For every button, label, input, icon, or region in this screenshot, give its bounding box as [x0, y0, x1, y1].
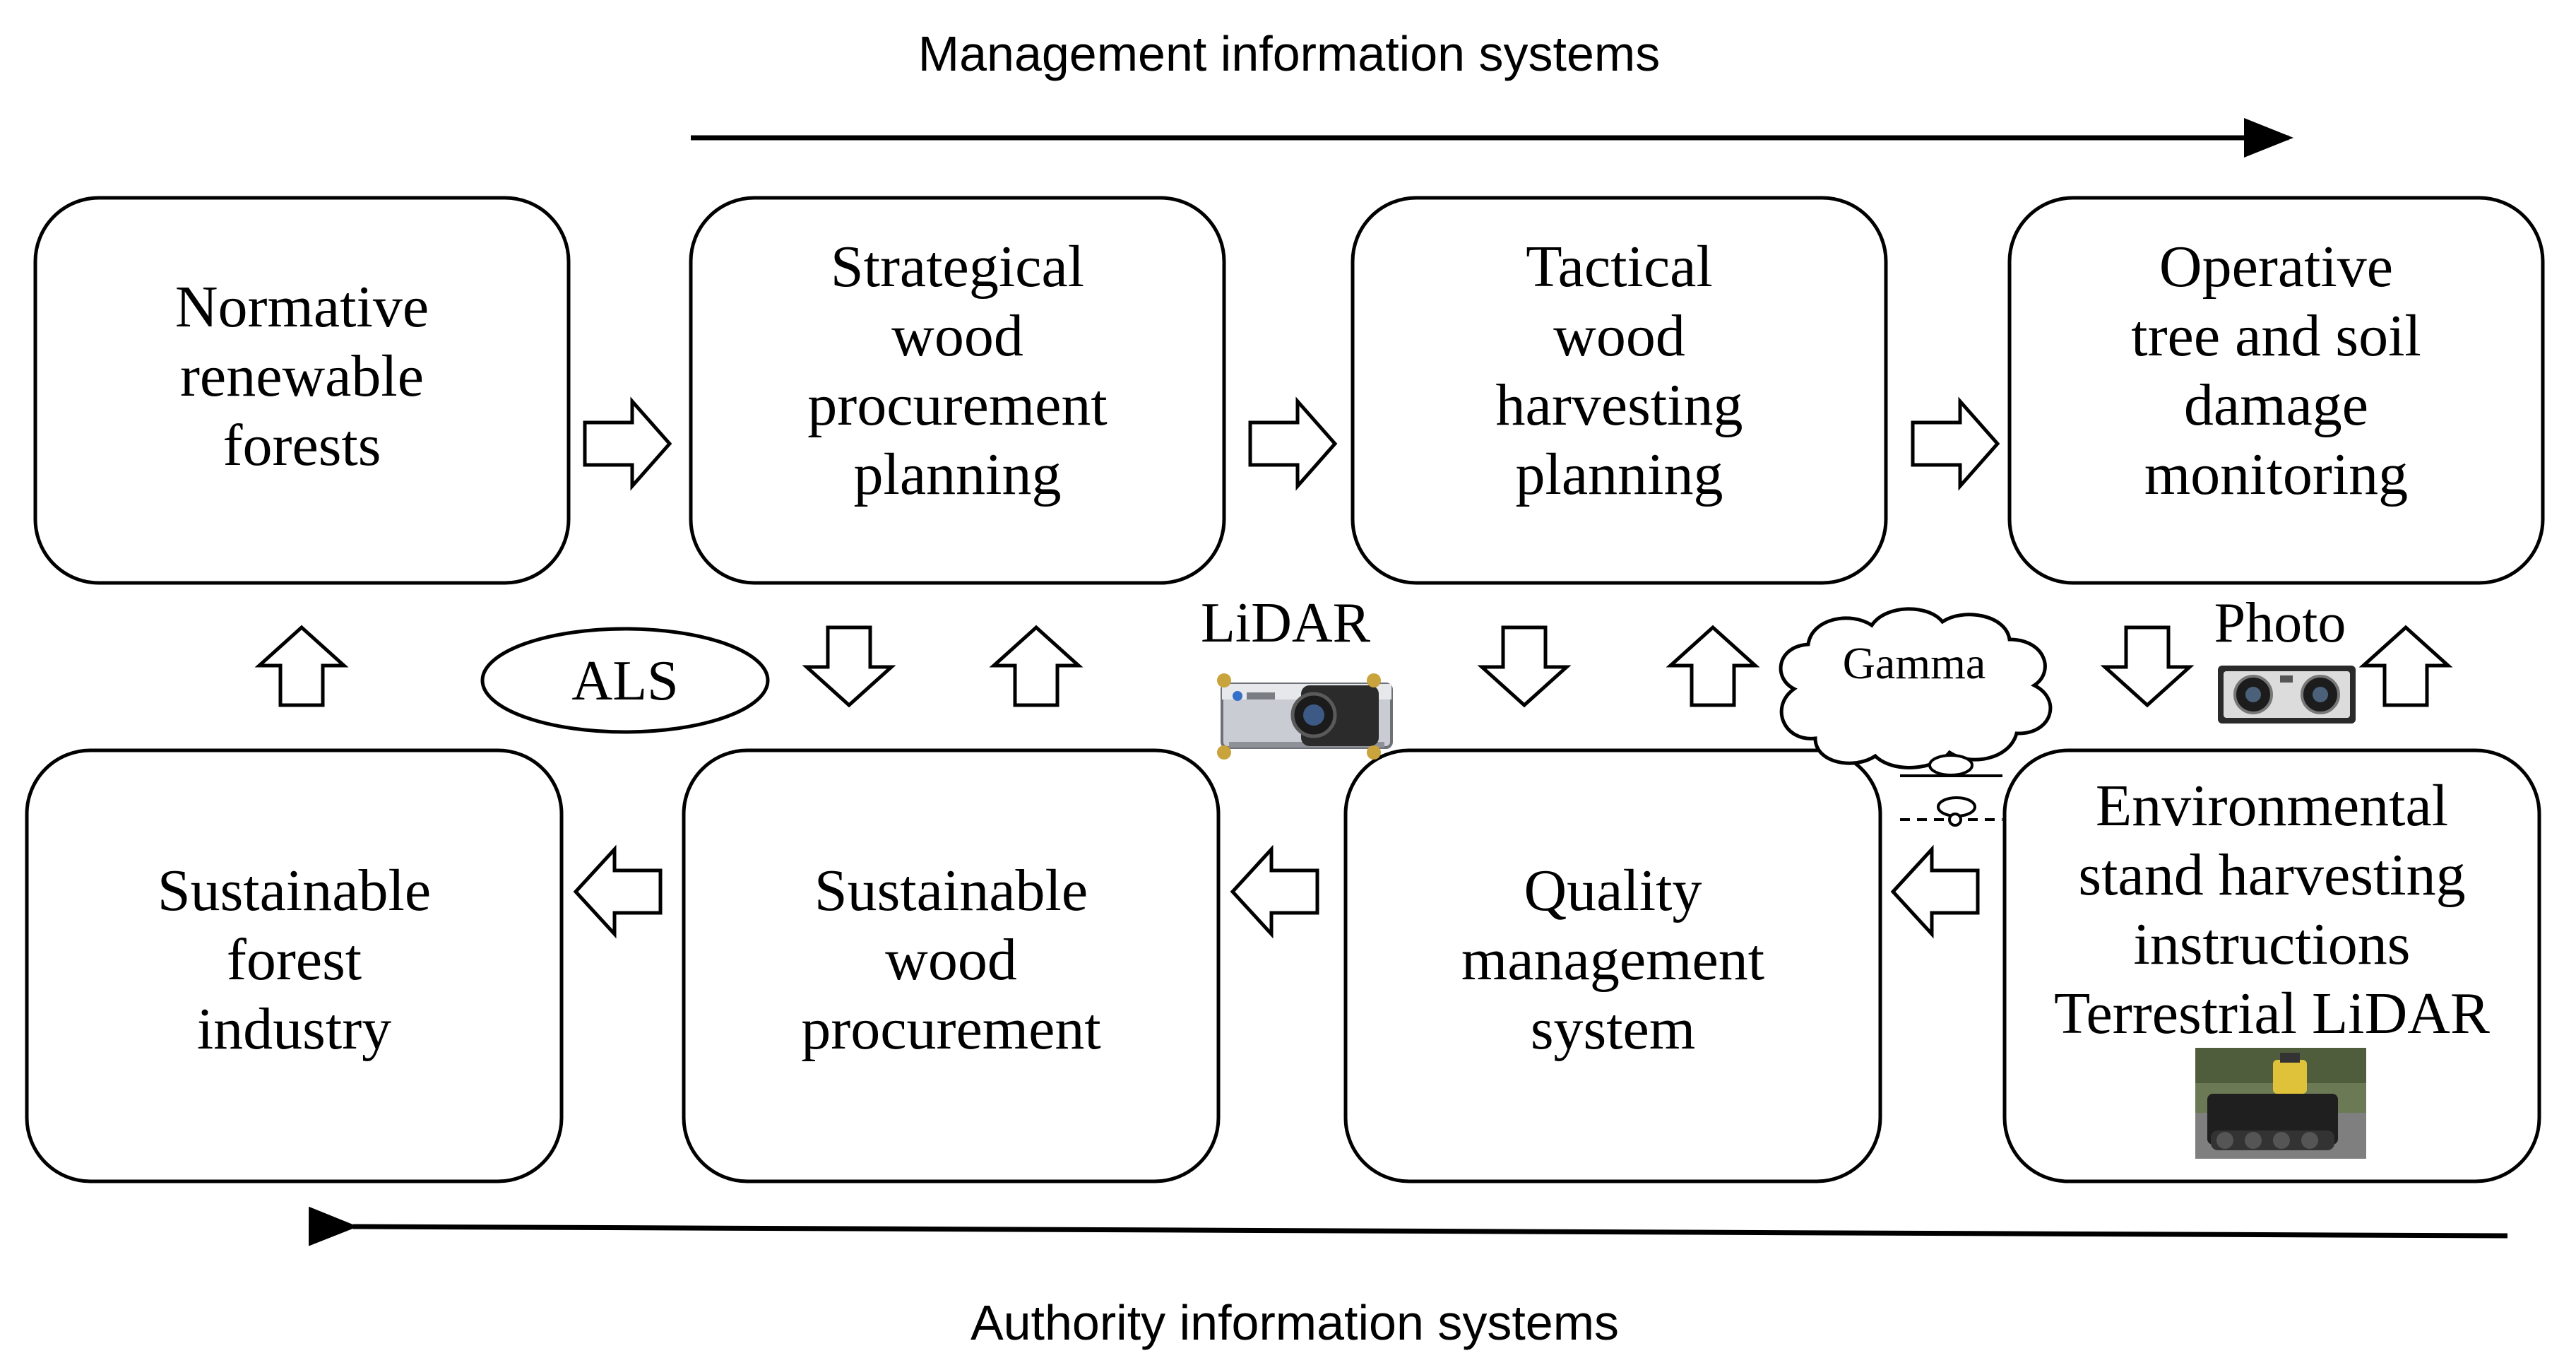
hollow-arrow-right-3	[1911, 396, 2000, 491]
hollow-arrow-up-2	[989, 625, 1084, 707]
box-sustainable-forest-industry-line-3: industry	[197, 996, 391, 1062]
box-normative-line-1: Normative	[175, 274, 429, 340]
box-strategical-line-2: wood	[891, 303, 1023, 369]
als-sensor: ALS	[480, 627, 770, 734]
gamma-cloud: Gamma	[1779, 607, 2053, 769]
terrestrial-lidar-vehicle-image	[2195, 1048, 2366, 1159]
stereo-camera-image	[2218, 666, 2356, 724]
box-quality-management-line-3: system	[1531, 996, 1695, 1062]
hollow-arrow-right-2	[1248, 396, 1338, 491]
box-normative-line-2: renewable	[180, 343, 424, 409]
box-strategical-line-1: Strategical	[831, 234, 1084, 300]
lidar-label: LiDAR	[1201, 592, 1371, 654]
gamma-label: Gamma	[1843, 638, 1986, 688]
hollow-arrow-up-1	[254, 625, 349, 707]
hollow-arrow-down-2	[1477, 625, 1572, 708]
hollow-arrow-left-1	[573, 844, 663, 939]
box-operative-line-1: Operative	[2159, 234, 2393, 300]
hollow-arrow-down-3	[2100, 625, 2195, 708]
box-tactical-line-1: Tactical	[1526, 234, 1713, 300]
hollow-arrow-up-4	[2358, 625, 2453, 707]
authority-information-systems-label: Authority information systems	[971, 1295, 1619, 1350]
box-operative-line-4: monitoring	[2144, 442, 2408, 507]
photo-label: Photo	[2214, 592, 2346, 654]
als-label: ALS	[571, 650, 678, 712]
box-quality-management-line-2: management	[1461, 927, 1764, 993]
box-environmental-line-4: Terrestrial LiDAR	[2054, 981, 2490, 1046]
box-environmental-line-1: Environmental	[2096, 773, 2448, 839]
box-normative-line-3: forests	[223, 413, 381, 478]
hollow-arrow-up-3	[1666, 625, 1760, 707]
box-sustainable-wood-procurement-line-1: Sustainable	[814, 858, 1088, 923]
box-operative-line-3: damage	[2184, 372, 2368, 438]
box-quality-management-line-1: Quality	[1524, 858, 1702, 923]
box-sustainable-forest-industry-line-2: forest	[227, 927, 362, 993]
management-information-systems-label: Management information systems	[918, 26, 1660, 81]
box-tactical-line-4: planning	[1516, 442, 1723, 507]
box-environmental-line-3: instructions	[2134, 911, 2411, 977]
box-sustainable-wood-procurement-line-2: wood	[885, 927, 1017, 993]
gamma-detector-icon	[1900, 754, 2002, 827]
hollow-arrow-left-3	[1890, 844, 1980, 939]
box-sustainable-wood-procurement-line-3: procurement	[801, 996, 1100, 1062]
hollow-arrow-left-2	[1230, 844, 1319, 939]
box-sustainable-forest-industry-line-1: Sustainable	[158, 858, 431, 923]
box-tactical-line-2: wood	[1553, 303, 1685, 369]
box-environmental-line-2: stand harvesting	[2078, 842, 2465, 908]
box-tactical-line-3: harvesting	[1496, 372, 1743, 438]
box-strategical-line-4: planning	[854, 442, 1062, 507]
hollow-arrow-right-1	[583, 396, 672, 491]
box-operative-line-2: tree and soil	[2131, 303, 2421, 369]
lidar-device-image	[1217, 673, 1393, 760]
box-strategical-line-3: procurement	[807, 372, 1107, 438]
authority-flow-arrow	[308, 1206, 2508, 1246]
hollow-arrow-down-1	[802, 625, 896, 708]
